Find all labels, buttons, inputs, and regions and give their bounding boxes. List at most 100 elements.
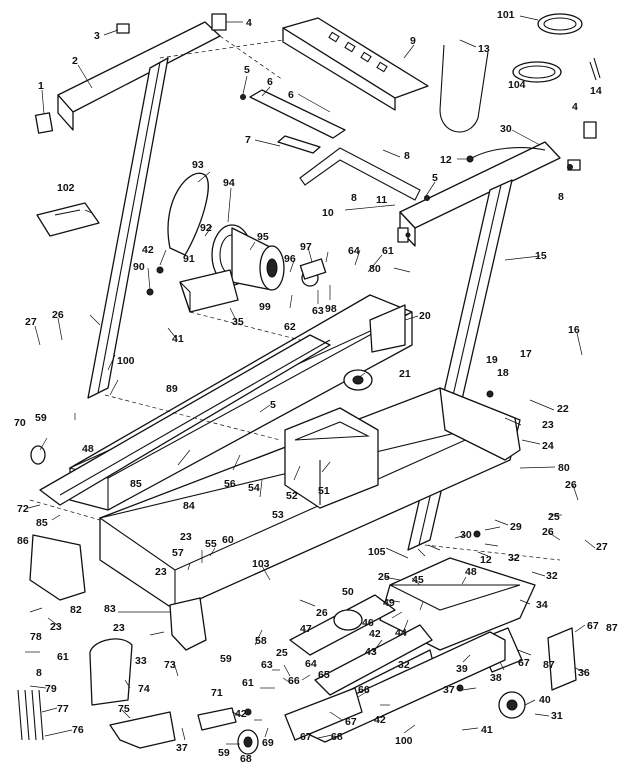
- callout-8: 8: [558, 191, 564, 203]
- callout-56: 56: [224, 478, 236, 490]
- callout-48: 48: [465, 566, 477, 578]
- rear-end-cap-part: [29, 534, 86, 601]
- callout-100: 100: [117, 355, 135, 367]
- callout-67: 67: [300, 731, 312, 743]
- callout-25: 25: [548, 511, 560, 523]
- callout-29: 29: [510, 521, 522, 533]
- connector-part: [466, 155, 474, 163]
- callout-99: 99: [259, 301, 271, 313]
- lift-bracket-part: [547, 627, 577, 691]
- callout-58: 58: [255, 635, 267, 647]
- callout-60: 60: [222, 534, 234, 546]
- callout-20: 20: [419, 310, 431, 322]
- callout-8: 8: [351, 192, 357, 204]
- callout-61: 61: [57, 651, 69, 663]
- leader-lines: [25, 15, 596, 745]
- callout-1: 1: [38, 80, 44, 92]
- callout-5: 5: [270, 399, 276, 411]
- callout-27: 27: [596, 541, 608, 553]
- callout-2: 2: [72, 55, 78, 67]
- callout-16: 16: [568, 324, 580, 336]
- callout-84: 84: [183, 500, 195, 512]
- callout-30: 30: [500, 123, 512, 135]
- callout-77: 77: [57, 703, 69, 715]
- callout-37: 37: [176, 742, 188, 754]
- callout-44: 44: [395, 627, 407, 639]
- callout-90: 90: [133, 261, 145, 273]
- callout-76: 76: [72, 724, 84, 736]
- callout-26: 26: [316, 607, 328, 619]
- callout-32: 32: [398, 659, 410, 671]
- callout-42: 42: [235, 708, 247, 720]
- callout-87: 87: [543, 659, 555, 671]
- callout-6: 6: [267, 76, 273, 88]
- callout-61: 61: [242, 677, 254, 689]
- tie-straps-part: [17, 689, 44, 741]
- callout-52: 52: [286, 490, 298, 502]
- bracket-part: [211, 13, 227, 31]
- callout-105: 105: [368, 546, 386, 558]
- callout-26: 26: [565, 479, 577, 491]
- callout-25: 25: [276, 647, 288, 659]
- callout-26: 26: [52, 309, 64, 321]
- callout-45: 45: [412, 574, 424, 586]
- callout-18: 18: [497, 367, 509, 379]
- clip-pins-part: [589, 57, 601, 81]
- crossbar-part: [249, 89, 346, 139]
- end-cap-part: [34, 112, 54, 134]
- callout-23: 23: [155, 566, 167, 578]
- callout-33: 33: [135, 655, 147, 667]
- callout-78: 78: [30, 631, 42, 643]
- side-rail-part: [39, 334, 331, 506]
- part-artwork: [17, 13, 601, 755]
- callout-93: 93: [192, 159, 204, 171]
- callout-59: 59: [220, 653, 232, 665]
- callout-66: 66: [288, 675, 300, 687]
- wire-harness-part: [471, 147, 546, 159]
- callout-73: 73: [164, 659, 176, 671]
- callout-23: 23: [542, 419, 554, 431]
- callout-50: 50: [342, 586, 354, 598]
- callout-67: 67: [518, 657, 530, 669]
- callout-70: 70: [14, 417, 26, 429]
- callout-32: 32: [546, 570, 558, 582]
- callout-80: 80: [558, 462, 570, 474]
- callout-5: 5: [432, 172, 438, 184]
- callout-75: 75: [118, 703, 130, 715]
- callout-55: 55: [205, 538, 217, 550]
- motor-assembly-part: [167, 172, 327, 313]
- callout-85: 85: [36, 517, 48, 529]
- foot-part: [30, 445, 46, 465]
- callout-38: 38: [490, 672, 502, 684]
- bar-part: [197, 707, 237, 731]
- callout-21: 21: [399, 368, 411, 380]
- callout-71: 71: [211, 687, 223, 699]
- callout-41: 41: [481, 724, 493, 736]
- callout-85: 85: [130, 478, 142, 490]
- bracket-assembly-part: [284, 687, 363, 741]
- callout-24: 24: [542, 440, 554, 452]
- callout-10: 10: [322, 207, 334, 219]
- callout-40: 40: [539, 694, 551, 706]
- assembly-guide-lines: [29, 35, 561, 561]
- callout-65: 65: [318, 669, 330, 681]
- callout-66: 66: [358, 684, 370, 696]
- cover-part: [89, 638, 133, 706]
- callout-94: 94: [223, 177, 235, 189]
- callout-8: 8: [404, 150, 410, 162]
- callout-68: 68: [331, 731, 343, 743]
- callout-11: 11: [376, 194, 387, 206]
- callout-98: 98: [325, 303, 337, 315]
- callout-30: 30: [460, 529, 472, 541]
- callout-89: 89: [166, 383, 178, 395]
- callout-104: 104: [508, 79, 526, 91]
- callout-69: 69: [262, 737, 274, 749]
- callout-27: 27: [25, 316, 37, 328]
- roller-bracket-part: [169, 597, 207, 651]
- callout-57: 57: [172, 547, 184, 559]
- callout-13: 13: [478, 43, 490, 55]
- cord-box-part: [36, 202, 100, 237]
- callout-23: 23: [180, 531, 192, 543]
- callout-64: 64: [348, 245, 360, 257]
